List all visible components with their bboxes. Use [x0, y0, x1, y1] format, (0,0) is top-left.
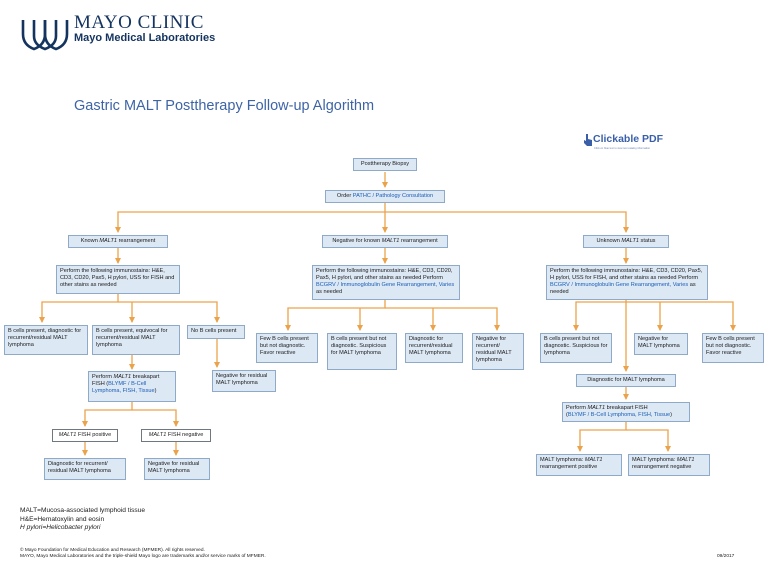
- node-fish-positive: MALT1 FISH positive: [52, 429, 118, 442]
- node-stains-mid: Perform the following immunostains: H&E,…: [312, 265, 460, 300]
- node-left-no-b-cells: No B cells present: [187, 325, 245, 339]
- mayo-logo[interactable]: [20, 14, 70, 52]
- bcgrv-link-right[interactable]: BCGRV / Immunoglobulin Gene Rearrangemen…: [550, 282, 689, 288]
- edge-order-unknown: [385, 211, 629, 233]
- page-title: Gastric MALT Posttherapy Follow-up Algor…: [74, 98, 375, 114]
- node-fish-negative: MALT1 FISH negative: [141, 429, 211, 442]
- node-left-fish: Perform MALT1 breakapart FISH (BLYMF / B…: [88, 371, 176, 402]
- node-right-suspicious: B cells present but not diagnostic. Susp…: [540, 333, 612, 363]
- triple-shield-icon: [21, 20, 69, 51]
- node-negative-known-malt1: Negative for known MALT1 rearrangement: [322, 235, 448, 248]
- node-right-rearr-positive: MALT lymphoma: MALT1 rearrangement posit…: [536, 454, 622, 476]
- legend-he: H&E=Hematoxylin and eosin: [20, 515, 105, 523]
- node-mid-few-b-cells: Few B cells present but not diagnostic. …: [256, 333, 318, 363]
- abbreviation-legend: MALT=Mucosa-associated lymphoid tissue H…: [20, 507, 145, 533]
- node-order-pathc: Order PATHC / Pathology Consultation: [325, 190, 445, 203]
- node-mid-diagnostic: Diagnostic for recurrent/residual MALT l…: [405, 333, 463, 363]
- hand-pointer-icon: [584, 134, 592, 146]
- node-mid-negative: Negative for recurrent/ residual MALT ly…: [472, 333, 524, 370]
- pathc-link[interactable]: PATHC / Pathology Consultation: [352, 193, 434, 199]
- node-left-negative-residual: Negative for residual MALT lymphoma: [212, 370, 276, 392]
- node-right-diagnostic-malt: Diagnostic for MALT lymphoma: [576, 374, 676, 387]
- node-left-equivocal: B cells present, equivocal for recurrent…: [92, 325, 180, 355]
- order-text: Order: [336, 193, 353, 199]
- footer-copyright: © Mayo Foundation for Medical Education …: [20, 548, 205, 553]
- node-stains-right: Perform the following immunostains: H&E,…: [546, 265, 708, 300]
- edge-fish-rpos: [577, 421, 627, 452]
- clickable-pdf-badge[interactable]: Clickable PDF Click on blue text to view…: [583, 133, 673, 155]
- node-posttherapy-biopsy: Posttherapy Biopsy: [353, 158, 417, 171]
- edge-left-diag: [39, 294, 119, 323]
- edge-mid-neg: [385, 307, 500, 331]
- node-left-negative-residual-2: Negative for residual MALT lymphoma: [144, 458, 210, 480]
- clickable-pdf-sub: Click on blue text to view test catalog …: [594, 147, 651, 150]
- edge-fish-pos: [82, 402, 133, 427]
- brand-name: MAYO CLINIC: [74, 12, 204, 33]
- footer: © Mayo Foundation for Medical Education …: [20, 548, 266, 560]
- node-unknown-malt1: Unknown MALT1 status: [583, 235, 669, 248]
- node-right-fish: Perform MALT1 breakapart FISH(BLYMF / B-…: [562, 402, 690, 422]
- edge-right-few: [626, 301, 736, 331]
- blymf-link-left[interactable]: BLYMF / B-Cell Lymphoma, FISH, Tissue: [92, 381, 155, 394]
- node-stains-left: Perform the following immunostains: H&E,…: [56, 265, 180, 294]
- clickable-pdf-label: Clickable PDF: [593, 133, 664, 145]
- legend-malt: MALT=Mucosa-associated lymphoid tissue: [20, 507, 146, 514]
- node-right-negative-malt: Negative for MALT lymphoma: [634, 333, 688, 355]
- brand-subtitle: Mayo Medical Laboratories: [74, 32, 216, 44]
- blymf-link-right[interactable]: BLYMF / B-Cell Lymphoma, FISH, Tissue: [567, 412, 671, 418]
- node-known-malt1: Known MALT1 rearrangement: [68, 235, 168, 248]
- footer-trademark: MAYO, Mayo Medical Laboratories and the …: [20, 554, 266, 560]
- node-mid-b-cells-present: B cells present but not diagnostic. Susp…: [327, 333, 397, 370]
- edge-fish-neg: [132, 409, 179, 427]
- edge-left-nob: [118, 301, 220, 323]
- node-left-diagnostic: B cells present, diagnostic for recurren…: [4, 325, 88, 355]
- bcgrv-link-mid[interactable]: BCGRV / Immunoglobulin Gene Rearrangemen…: [316, 282, 455, 288]
- footer-date: 09/2017: [717, 554, 735, 559]
- node-right-rearr-negative: MALT lymphoma: MALT1 rearrangement negat…: [628, 454, 710, 476]
- node-left-diag-recurrent: Diagnostic for recurrent/ residual MALT …: [44, 458, 126, 480]
- edge-order-known: [115, 203, 386, 233]
- legend-hp: H pylori=Helicobacter pylori: [20, 524, 101, 532]
- node-right-few-b-cells: Few B cells present but not diagnostic. …: [702, 333, 764, 363]
- edge-mid-few: [285, 300, 386, 331]
- edge-fish-rneg: [626, 429, 671, 452]
